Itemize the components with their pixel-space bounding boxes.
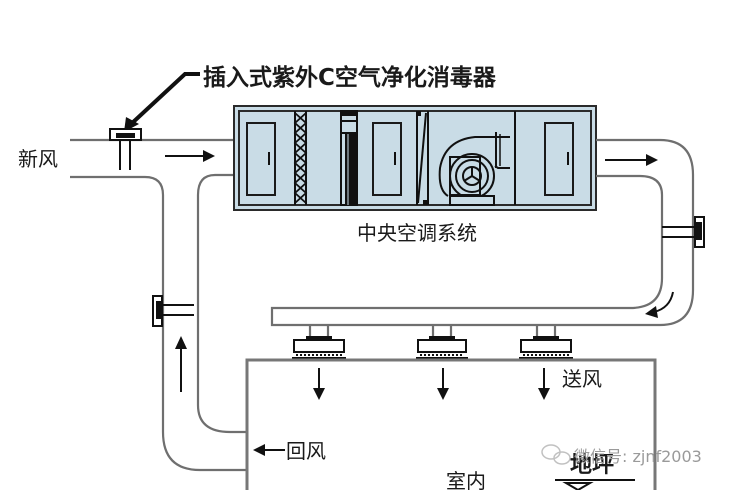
return-air-label: 回风 (286, 439, 326, 463)
return-air-duct (196, 173, 247, 434)
access-door-icon (372, 122, 402, 196)
fresh-air-label: 新风 (18, 147, 58, 171)
uvc-purifier-return-icon (152, 295, 194, 327)
access-door-icon (246, 122, 276, 196)
fresh-air-arrow (165, 150, 215, 162)
return-air-arrow-up (175, 336, 187, 392)
uvc-purifier-fresh-icon (109, 128, 142, 170)
indoor-label: 室内 (446, 469, 486, 490)
diffuser-1-icon (292, 325, 346, 361)
wechat-icon (541, 444, 571, 465)
ahu-unit (233, 105, 597, 211)
ground-marker-icon (562, 482, 594, 490)
fresh-air-duct (70, 138, 247, 472)
supply-air-arrow-right (605, 154, 658, 166)
diffuser-3-icon (519, 325, 573, 361)
coil-icon (340, 110, 358, 206)
supply-air-arrow-curve (645, 291, 674, 318)
filter-icon (293, 111, 308, 205)
supply-air-arrow-down (538, 368, 550, 400)
supply-air-arrow-down (313, 368, 325, 400)
watermark-text: 微信号: zjnf2003 (574, 447, 702, 466)
indoor-room (245, 358, 657, 490)
ground-label: 地坪 (570, 453, 614, 478)
supply-air-arrow-down (437, 368, 449, 400)
supply-air-duct (270, 138, 695, 327)
uvc-purifier-supply-icon (662, 216, 705, 248)
supply-air-label: 送风 (562, 367, 602, 391)
diffuser-2-icon (416, 325, 468, 361)
return-air-arrow-left (253, 444, 285, 456)
title-leader-arrow (124, 72, 200, 132)
damper-icon (416, 111, 429, 205)
title-label: 插入式紫外C空气净化消毒器 (203, 64, 497, 91)
fan-icon (438, 132, 510, 206)
ahu-label: 中央空调系统 (357, 221, 477, 245)
